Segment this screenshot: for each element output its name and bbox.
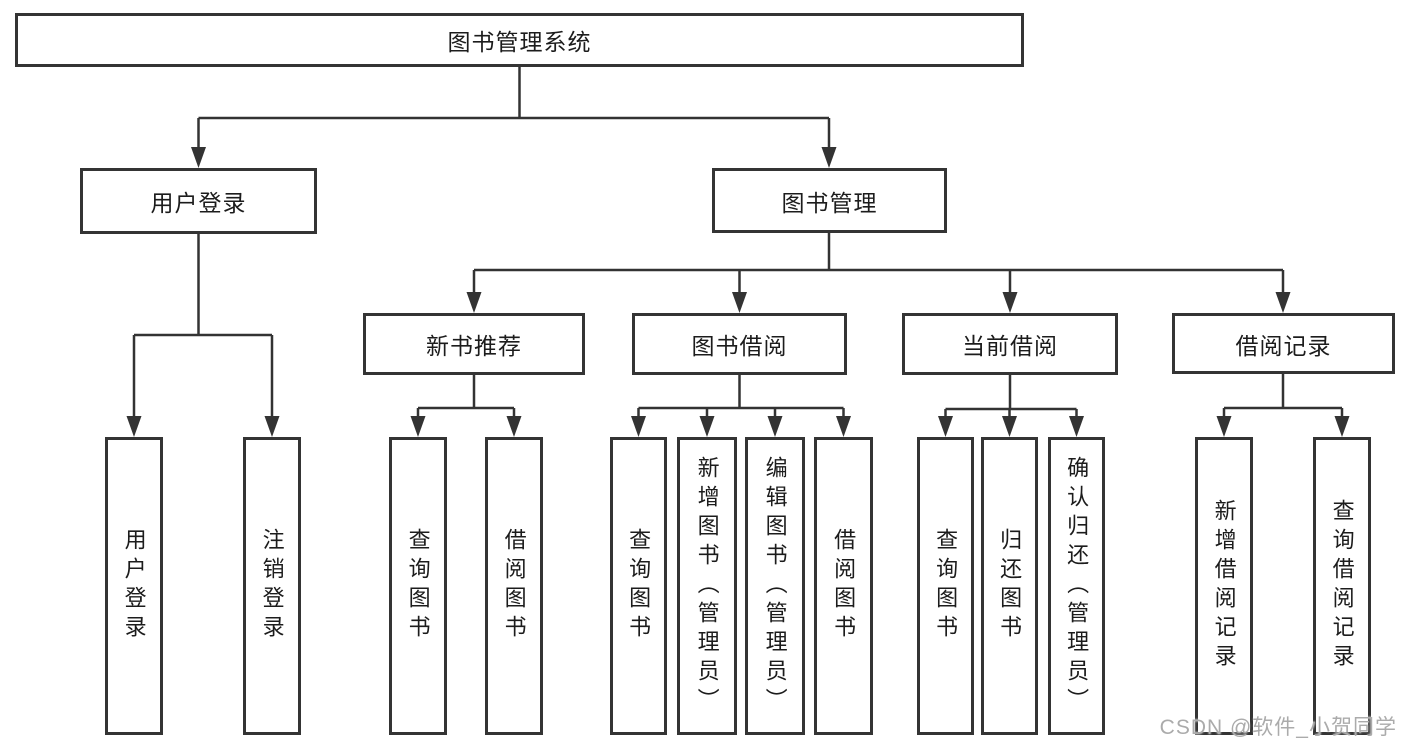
leaf-logout: 注销登录 [243,437,301,735]
leaf-label: 编辑图书（管理员） [762,455,788,717]
leaf-label: 借阅图书 [831,528,857,644]
leaf-label: 新增借阅记录 [1211,499,1237,673]
node-new-book-recommend: 新书推荐 [363,313,585,375]
arrowhead [938,416,953,437]
leaf-label: 新增图书（管理员） [694,455,720,717]
arrowhead [1275,292,1291,313]
leaf-label: 查询图书 [626,528,652,644]
leaf-label: 注销登录 [259,528,285,644]
node-book-borrow: 图书借阅 [632,313,847,375]
watermark-text: CSDN @软件_小贺同学 [1159,716,1397,739]
node-borrow-records: 借阅记录 [1172,313,1395,374]
leaf-label: 查询图书 [933,528,959,644]
leaf-return-books: 归还图书 [981,437,1038,735]
arrowhead [836,416,851,437]
leaf-borrow-books-1: 借阅图书 [485,437,543,735]
arrowhead [821,147,837,168]
arrowhead [1334,416,1350,437]
leaf-label: 借阅图书 [501,528,527,644]
leaf-user-login: 用户登录 [105,437,163,735]
leaf-label: 用户登录 [121,528,147,644]
leaf-label: 归还图书 [997,528,1023,644]
leaf-confirm-return-admin: 确认归还（管理员） [1048,437,1105,735]
arrowhead [410,416,426,437]
arrowhead [631,416,646,437]
arrowhead [767,416,783,437]
node-current-borrow: 当前借阅 [902,313,1118,375]
leaf-query-borrow-record: 查询借阅记录 [1313,437,1371,735]
node-user-login: 用户登录 [80,168,317,234]
leaf-label: 查询图书 [405,528,431,644]
arrowhead [264,416,280,437]
leaf-edit-books-admin: 编辑图书（管理员） [745,437,805,735]
node-book-management: 图书管理 [712,168,947,233]
arrowhead [1002,292,1018,313]
leaf-borrow-books-2: 借阅图书 [814,437,873,735]
leaf-label: 查询借阅记录 [1329,499,1355,673]
arrowhead [466,292,482,313]
leaf-query-books-3: 查询图书 [917,437,974,735]
arrowhead [506,416,522,437]
node-root: 图书管理系统 [15,13,1024,67]
leaf-add-books-admin: 新增图书（管理员） [677,437,737,735]
leaf-query-books-2: 查询图书 [610,437,667,735]
arrowhead [1069,416,1084,437]
arrowhead [1002,416,1017,437]
arrowhead [191,147,206,168]
leaf-label: 确认归还（管理员） [1064,455,1090,717]
arrowhead [126,416,142,437]
leaf-add-borrow-record: 新增借阅记录 [1195,437,1253,735]
arrowhead [1216,416,1232,437]
leaf-query-books-1: 查询图书 [389,437,447,735]
arrowhead [699,416,715,437]
arrowhead [732,292,747,313]
